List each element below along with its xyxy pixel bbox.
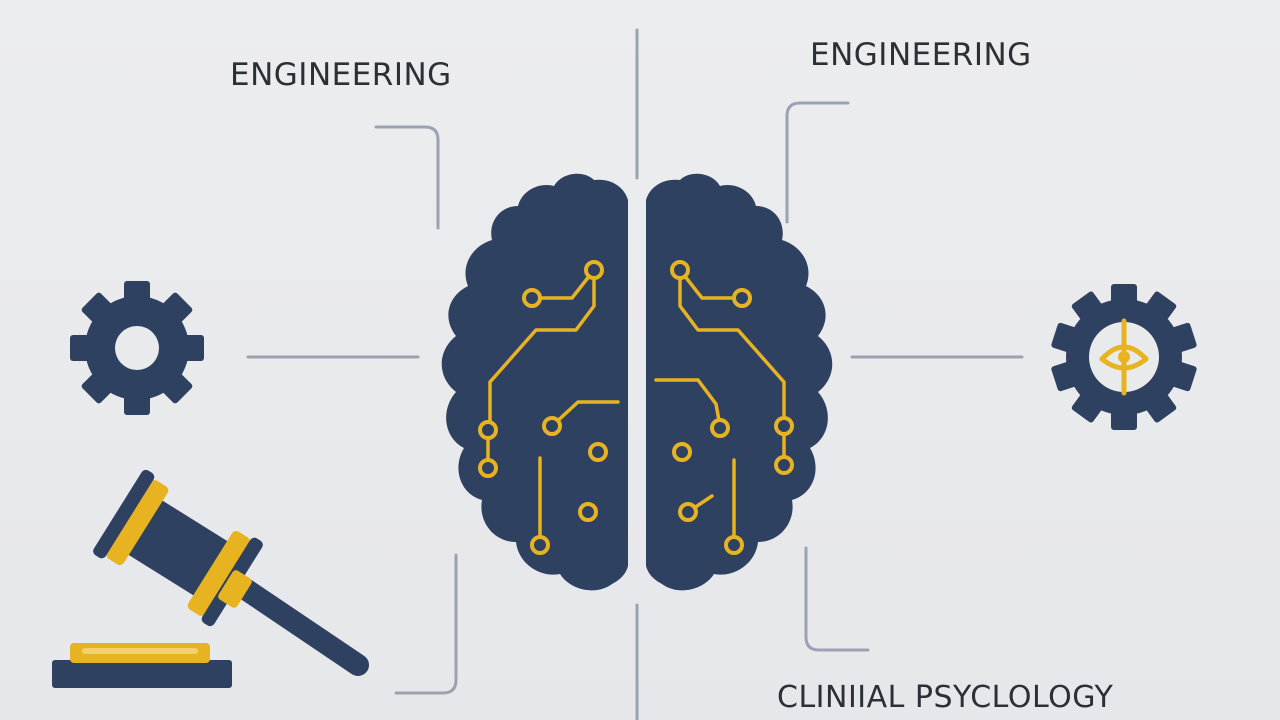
brain-circuits [486, 268, 786, 547]
gavel-icon [52, 469, 369, 688]
connector-bottom-left [394, 553, 458, 695]
label-bottom-right: CLINIIAL PSYCLOLOGY [777, 680, 1114, 715]
circuit-brain-icon [441, 173, 833, 591]
brain-circuit-nodes [478, 260, 794, 555]
gear-icon [70, 281, 204, 415]
brain-right-hemisphere [646, 173, 833, 591]
connector-top-left [374, 125, 440, 230]
connector-top-right [785, 101, 850, 224]
gear-with-eye-icon [1051, 284, 1197, 430]
label-top-left: ENGINEERING [230, 57, 452, 93]
label-top-right: ENGINEERING [810, 37, 1032, 73]
connector-lines [246, 28, 1024, 720]
brain-left-hemisphere [441, 173, 628, 591]
connector-bottom-right [804, 546, 870, 652]
